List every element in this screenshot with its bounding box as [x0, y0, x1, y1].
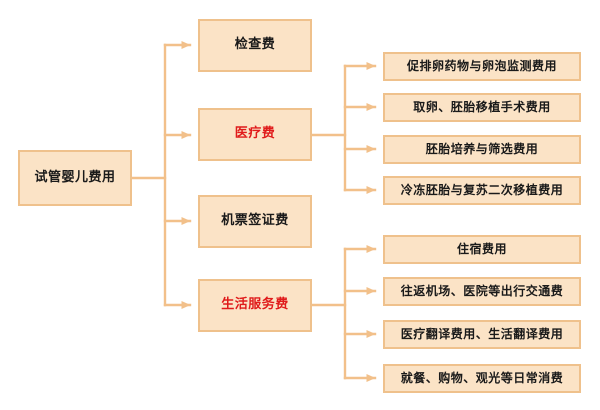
leaf-node-yiliao-3-label: 胚胎培养与筛选费用	[425, 141, 539, 156]
branch-node-yiliao[interactable]: 医疗费	[198, 108, 312, 161]
branch-node-yiliao-label: 医疗费	[234, 126, 276, 142]
leaf-node-yiliao-2-label: 取卵、胚胎移植手术费用	[413, 99, 551, 114]
branch-node-jiancha-label: 检查费	[234, 37, 276, 53]
leaf-node-yiliao-2[interactable]: 取卵、胚胎移植手术费用	[383, 93, 581, 122]
branch-node-jiancha[interactable]: 检查费	[198, 19, 312, 72]
leaf-node-shenghuo-4-label: 就餐、购物、观光等日常消费	[400, 370, 564, 385]
leaf-node-shenghuo-2-label: 往返机场、医院等出行交通费	[400, 283, 564, 298]
leaf-node-shenghuo-3-label: 医疗翻译费用、生活翻译费用	[400, 326, 564, 341]
leaf-node-yiliao-4[interactable]: 冷冻胚胎与复苏二次移植费用	[383, 176, 581, 205]
leaf-node-yiliao-1-label: 促排卵药物与卵泡监测费用	[406, 58, 557, 73]
leaf-node-yiliao-3[interactable]: 胚胎培养与筛选费用	[383, 135, 581, 164]
leaf-node-shenghuo-3[interactable]: 医疗翻译费用、生活翻译费用	[383, 320, 581, 349]
leaf-node-shenghuo-2[interactable]: 往返机场、医院等出行交通费	[383, 277, 581, 306]
branch-node-jipiao-label: 机票签证费	[221, 213, 289, 229]
leaf-node-shenghuo-1[interactable]: 住宿费用	[383, 235, 581, 264]
root-node[interactable]: 试管婴儿费用	[18, 150, 132, 206]
branch-node-jipiao[interactable]: 机票签证费	[198, 195, 312, 248]
leaf-node-shenghuo-4[interactable]: 就餐、购物、观光等日常消费	[383, 364, 581, 393]
branch-node-shenghuo[interactable]: 生活服务费	[198, 279, 312, 332]
root-node-label: 试管婴儿费用	[34, 169, 116, 185]
leaf-node-yiliao-4-label: 冷冻胚胎与复苏二次移植费用	[400, 182, 564, 197]
leaf-node-yiliao-1[interactable]: 促排卵药物与卵泡监测费用	[383, 52, 581, 81]
leaf-node-shenghuo-1-label: 住宿费用	[456, 241, 507, 256]
branch-node-shenghuo-label: 生活服务费	[221, 297, 289, 313]
